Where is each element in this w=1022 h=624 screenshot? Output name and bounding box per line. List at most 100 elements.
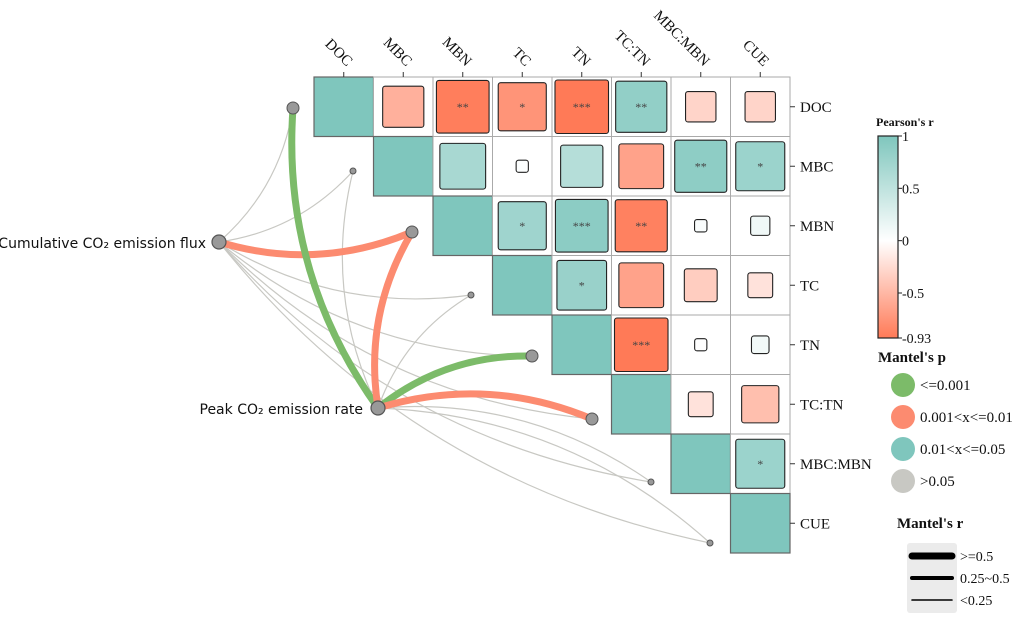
significance-label: *** — [573, 100, 591, 114]
mantel-p-label: >0.05 — [920, 474, 955, 490]
mantel-edge — [374, 390, 596, 423]
correlation-square — [685, 91, 717, 123]
correlation-square — [615, 80, 668, 133]
mantel-r-title: Mantel's r — [897, 516, 964, 532]
correlation-square — [750, 215, 771, 236]
significance-label: *** — [632, 338, 650, 352]
variable-node — [405, 225, 419, 239]
correlation-square — [735, 141, 786, 192]
row-label: TC:TN — [800, 397, 843, 413]
mantel-p-label: <=0.001 — [920, 378, 971, 394]
variable-node — [585, 412, 599, 426]
significance-label: ** — [635, 100, 647, 114]
significance-label: * — [519, 219, 525, 233]
heatmap-grid: ********************** — [313, 76, 791, 554]
mantel-p-title: Mantel's p — [878, 350, 946, 366]
column-label: TC:TN — [611, 28, 653, 70]
mantel-p-label: 0.01<x<=0.05 — [920, 442, 1005, 458]
correlation-square — [674, 139, 728, 193]
correlation-square — [687, 391, 714, 418]
mantel-edge — [374, 352, 536, 412]
variable-node — [286, 101, 300, 115]
colorbar-tick-label: 0.5 — [902, 182, 920, 197]
column-label: DOC — [322, 36, 356, 70]
mantel-edge — [218, 241, 533, 357]
mantel-edge — [218, 241, 711, 544]
correlation-square — [744, 91, 776, 123]
correlation-square — [497, 201, 547, 251]
variable-node — [647, 478, 655, 486]
correlation-square — [554, 198, 609, 253]
mantel-edge — [371, 228, 416, 412]
correlation-square — [382, 85, 425, 128]
diagonal-cell — [551, 314, 613, 376]
significance-label: * — [757, 457, 763, 471]
correlation-square — [554, 79, 610, 135]
mantel-edge — [218, 241, 472, 300]
correlation-square — [560, 144, 604, 188]
colorbar-legend: Pearson's r10.50-0.5-0.93 — [876, 115, 934, 347]
column-label: MBN — [439, 34, 475, 70]
correlation-square — [618, 143, 665, 190]
diagonal-cell — [610, 373, 672, 435]
source-node — [211, 234, 227, 250]
mantel-p-swatch — [891, 469, 915, 493]
column-label: TN — [568, 44, 594, 70]
significance-label: * — [579, 278, 585, 292]
mantel-nodes — [211, 101, 714, 547]
mantel-edge — [288, 104, 382, 412]
correlation-square — [747, 272, 774, 299]
correlation-square — [439, 142, 487, 190]
mantel-p-swatch — [891, 373, 915, 397]
column-label: MBC:MBN — [650, 8, 712, 70]
significance-label: * — [519, 100, 525, 114]
variable-node — [467, 291, 475, 299]
diagonal-cell — [729, 492, 791, 554]
variable-node — [349, 167, 357, 175]
significance-label: * — [757, 159, 763, 173]
diagonal-cell — [432, 195, 494, 257]
variable-node — [525, 349, 539, 363]
correlation-square — [750, 335, 770, 355]
column-label: MBC — [380, 35, 415, 70]
significance-label: ** — [635, 219, 647, 233]
diagonal-cell — [491, 254, 553, 316]
mantel-edge — [377, 294, 472, 409]
mantel-edge — [218, 170, 354, 243]
significance-label: ** — [457, 100, 469, 114]
diagonal-cell — [313, 76, 375, 138]
mantel-edge — [377, 407, 711, 544]
row-label: MBC — [800, 159, 833, 175]
correlation-square — [515, 159, 529, 173]
diagonal-cell — [372, 135, 434, 197]
mantel-edge — [218, 241, 593, 420]
source-label-cumulative: Cumulative CO₂ emission flux — [0, 236, 206, 252]
correlation-square — [614, 199, 668, 253]
correlation-square — [556, 259, 608, 311]
mantel-r-label: <0.25 — [960, 594, 992, 609]
colorbar-tick-label: -0.5 — [902, 287, 924, 302]
correlation-square — [497, 82, 547, 132]
correlation-square — [435, 79, 490, 134]
mantel-edge — [218, 107, 294, 243]
colorbar-tick-label: 0 — [902, 235, 909, 250]
mantel-edge — [215, 228, 416, 259]
mantel-r-legend: Mantel's r>=0.50.25~0.5<0.25 — [897, 516, 1010, 613]
diagonal-cell — [670, 433, 732, 495]
source-node — [370, 400, 386, 416]
source-label-peak: Peak CO₂ emission rate — [200, 402, 364, 418]
correlation-square — [683, 268, 718, 303]
row-label: TC — [800, 278, 819, 294]
variable-node — [706, 539, 714, 547]
mantel-edge — [377, 405, 652, 483]
mantel-edges — [215, 104, 711, 544]
correlation-square — [618, 262, 665, 309]
significance-label: ** — [695, 159, 707, 173]
mantel-p-label: 0.001<x<=0.01 — [920, 410, 1013, 426]
significance-label: *** — [573, 219, 591, 233]
mantel-r-label: 0.25~0.5 — [960, 572, 1010, 587]
